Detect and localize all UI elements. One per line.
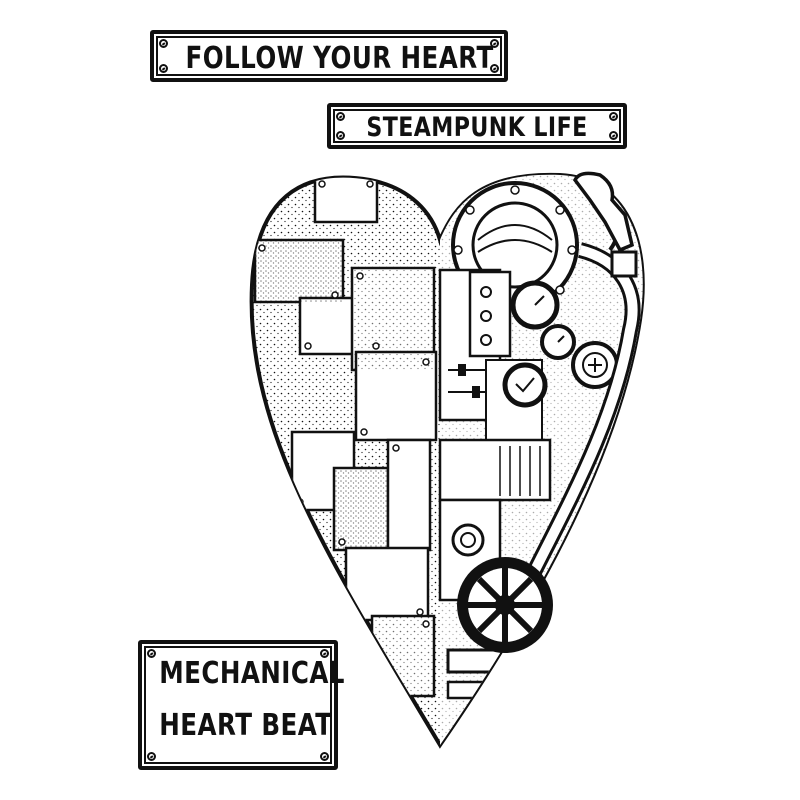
screw-icon <box>159 64 168 73</box>
gear-wheel-icon <box>457 557 553 653</box>
gauge-icon <box>540 324 576 360</box>
label-plate-mechanical-heart-beat: MECHANICAL HEART BEAT <box>138 640 345 770</box>
screw-icon <box>336 112 345 121</box>
screw-icon <box>490 64 499 73</box>
label-text: STEAMPUNK LIFE <box>366 112 588 143</box>
label-text-line-2: HEART BEAT <box>159 708 333 743</box>
screw-icon <box>147 649 156 658</box>
screw-icon <box>320 752 329 761</box>
metal-plate <box>386 438 432 552</box>
screw-icon <box>147 752 156 761</box>
gauge-icon <box>502 362 548 408</box>
screw-icon <box>609 112 618 121</box>
screw-icon <box>490 39 499 48</box>
label-plate-follow-your-heart: FOLLOW YOUR HEART <box>150 30 508 82</box>
label-text: FOLLOW YOUR HEART <box>185 41 494 76</box>
label-plate-steampunk-life: STEAMPUNK LIFE <box>327 103 627 149</box>
screw-icon <box>609 131 618 140</box>
hook-handle <box>572 171 635 253</box>
screw-icon <box>320 649 329 658</box>
screw-icon <box>159 39 168 48</box>
gauge-icon <box>510 280 560 330</box>
label-text-line-1: MECHANICAL <box>159 656 345 691</box>
screw-icon <box>336 131 345 140</box>
gauge-icon <box>571 341 619 389</box>
